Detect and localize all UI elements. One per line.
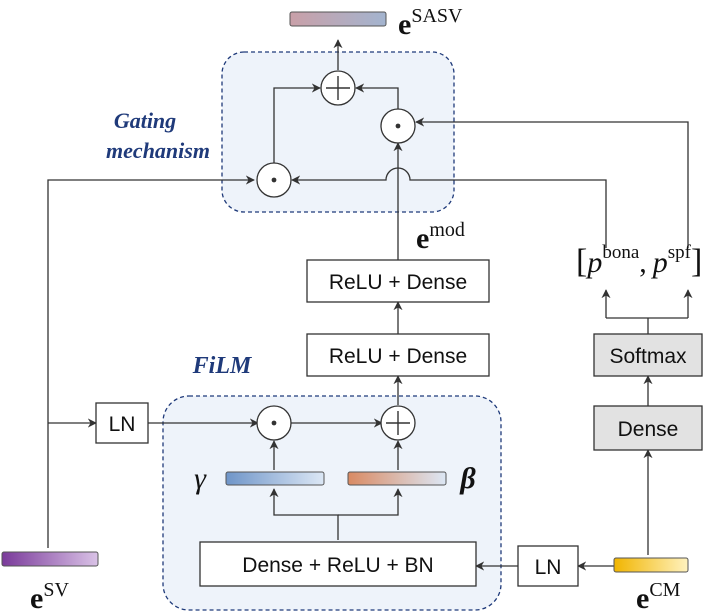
gamma-label: γ [194, 462, 207, 495]
gating-multiply-right-operator [380, 108, 416, 144]
e-cm-label: eCM [636, 579, 681, 614]
gating-label-line1: Gating [114, 108, 176, 133]
relu-dense-bottom-block [306, 333, 490, 377]
e-sasv-label: eSASV [398, 5, 463, 41]
softmax-label: Softmax [609, 345, 687, 368]
dense-relu-bn-label: Dense + ReLU + BN [242, 554, 433, 577]
relu-dense-top-block [306, 259, 490, 303]
relu-dense-bottom-label: ReLU + Dense [329, 345, 467, 368]
e-sv-label: eSV [30, 579, 69, 614]
ln-left-label: LN [109, 413, 136, 436]
e-sv-embedding-bar [1, 551, 99, 567]
ln-right-label: LN [535, 556, 562, 579]
gating-add-operator [320, 70, 356, 106]
dense-relu-bn-block [199, 541, 477, 587]
e-mod-label: emod [416, 219, 465, 255]
e-sasv-embedding-bar [289, 11, 387, 27]
e-cm-embedding-bar [613, 557, 689, 573]
gating-multiply-left-operator [256, 162, 292, 198]
dense-block [593, 405, 703, 451]
film-multiply-operator [256, 405, 292, 441]
gamma-vector-bar [225, 471, 325, 486]
probabilities-label: [pbona,pspf] [576, 242, 702, 280]
ln-right-block [517, 545, 579, 587]
film-label: FiLM [192, 353, 253, 379]
dense-label: Dense [618, 418, 679, 441]
beta-vector-bar [347, 471, 447, 486]
ln-left-block [95, 402, 149, 444]
softmax-block [593, 333, 703, 377]
relu-dense-top-label: ReLU + Dense [329, 271, 467, 294]
film-add-operator [380, 405, 416, 441]
beta-label: β [459, 462, 476, 495]
gating-label-line2: mechanism [106, 138, 210, 163]
connectors [47, 39, 693, 571]
